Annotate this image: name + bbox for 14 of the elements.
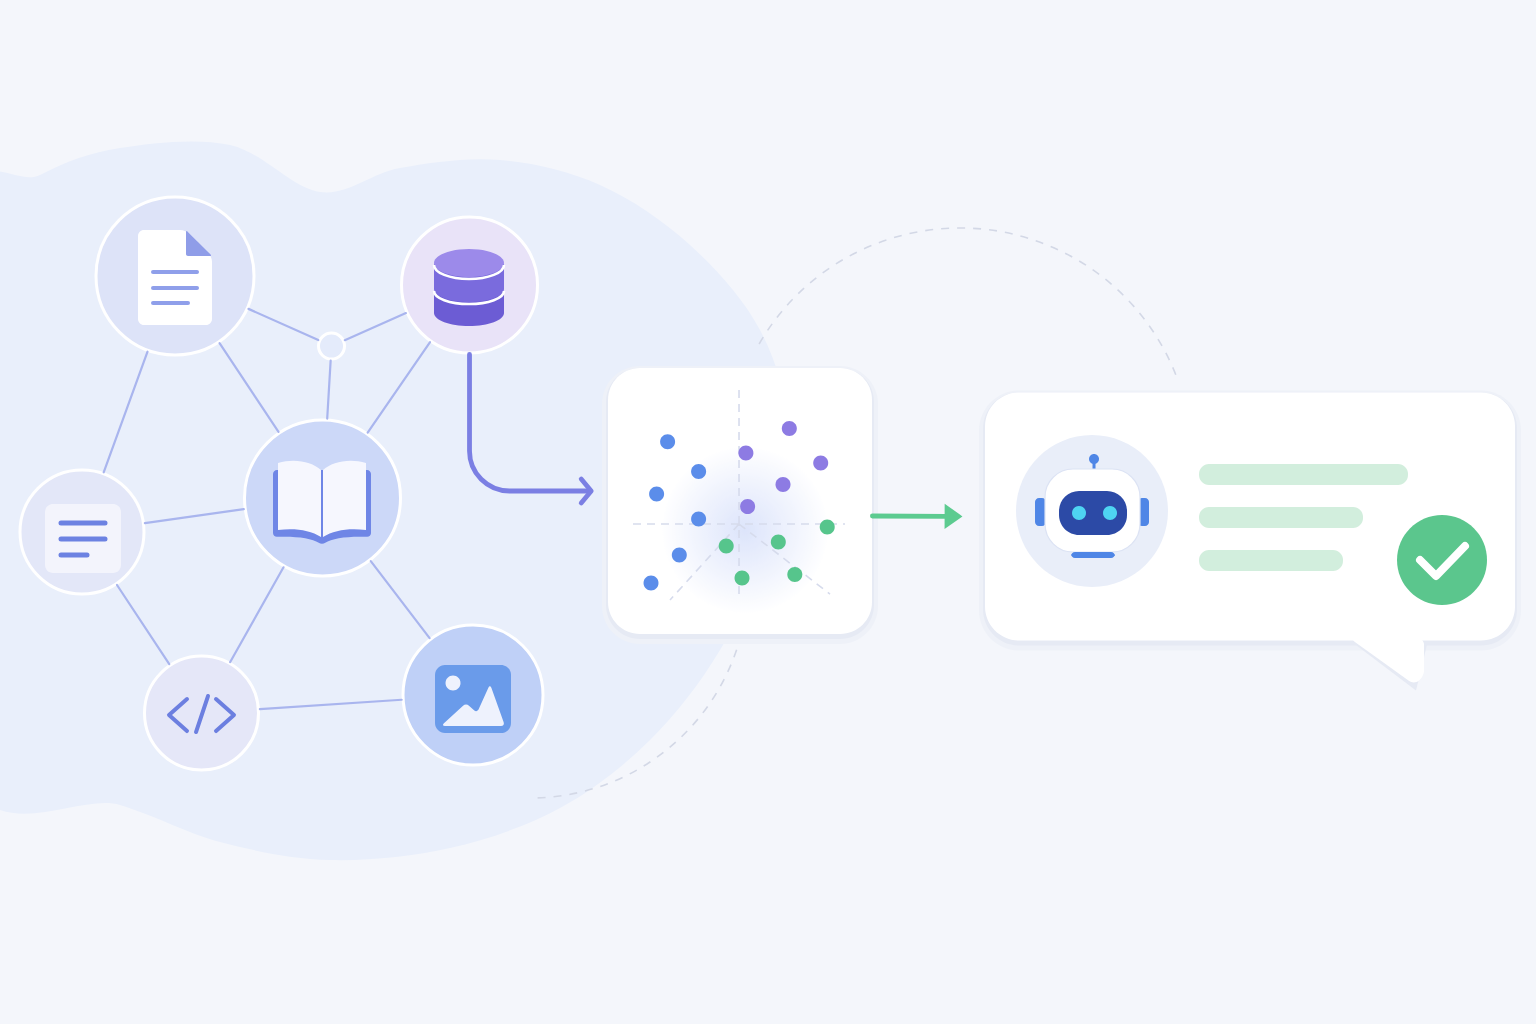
connector-line <box>218 341 280 433</box>
connector-line <box>366 341 432 434</box>
connector-line <box>343 312 408 342</box>
connector-line <box>247 307 320 342</box>
connector-line <box>102 350 149 474</box>
connector-line <box>258 698 403 711</box>
junction-dot <box>317 331 346 361</box>
connector-line <box>143 508 245 525</box>
connector-line <box>369 560 431 640</box>
connector-line <box>326 359 332 420</box>
connector-line <box>229 566 285 664</box>
connector-line <box>115 583 171 666</box>
arrow <box>467 352 594 506</box>
circle-node <box>143 654 260 772</box>
